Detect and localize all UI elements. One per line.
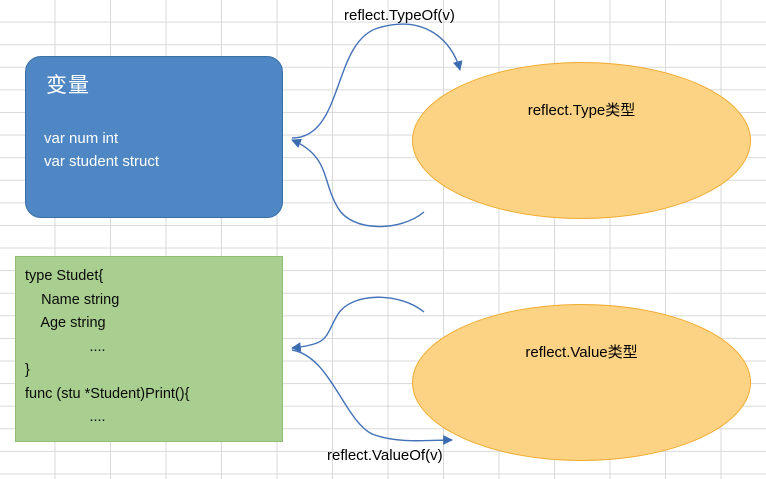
variable-box-declarations: var num int var student struct [44,130,160,170]
reflect-value-label: reflect.Value类型 [525,344,638,361]
struct-code-text: type Studet{ Name string Age string ....… [25,268,190,425]
variable-box[interactable]: 变量 var num int var student struct [25,56,283,218]
reflect-type-label: reflect.Type类型 [527,102,636,119]
struct-code-box[interactable]: type Studet{ Name string Age string ....… [15,256,283,442]
type-return-connector [291,138,425,228]
typeof-arrow-label: reflect.TypeOf(v) [344,7,455,24]
valueof-arrow-label: reflect.ValueOf(v) [327,447,443,464]
reflect-type-ellipse[interactable]: reflect.Type类型 [412,62,751,219]
variable-box-title: 变量 [46,74,90,97]
reflect-value-ellipse[interactable]: reflect.Value类型 [412,304,751,461]
value-return-connector [291,296,425,352]
